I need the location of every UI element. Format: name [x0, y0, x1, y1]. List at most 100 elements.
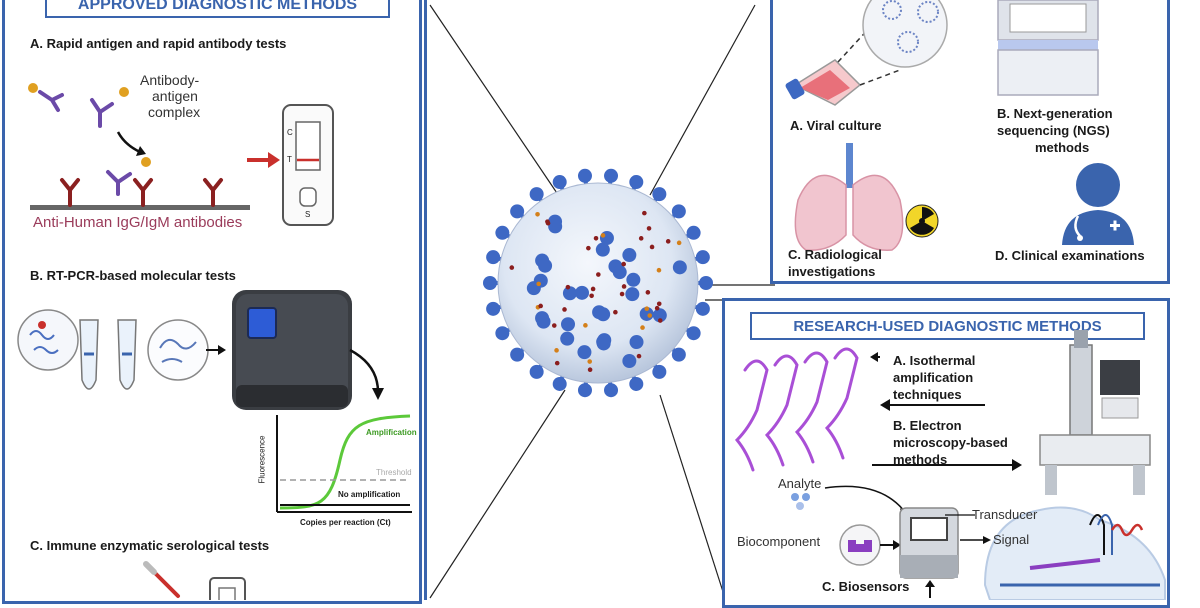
surface-spike-icon	[536, 314, 551, 329]
section-c-title: C. Immune enzymatic serological tests	[30, 538, 270, 553]
antigen-icon	[119, 87, 129, 97]
membrane-protein-icon	[536, 281, 541, 287]
membrane-protein-icon	[538, 303, 543, 309]
membrane-protein-icon	[654, 305, 660, 311]
spike-protein-icon	[552, 175, 567, 190]
spike-protein-icon	[529, 364, 544, 379]
amplification-curve	[279, 414, 411, 510]
approved-methods-banner: APPROVED DIAGNOSTIC METHODS	[45, 0, 390, 18]
membrane-protein-icon	[638, 236, 644, 241]
membrane-protein-icon	[554, 348, 559, 353]
dna-sensor-icon	[983, 506, 1166, 600]
membrane-protein-icon	[535, 211, 540, 217]
biosensors-label: C. Biosensors	[822, 579, 910, 594]
membrane-protein-icon	[619, 291, 625, 297]
surface-spike-icon	[548, 219, 563, 234]
electron-label-line2: microscopy-based	[893, 435, 1008, 450]
arrow-left-icon	[880, 399, 890, 411]
membrane-protein-icon	[590, 286, 596, 292]
surface-spike-icon	[625, 287, 640, 302]
spike-protein-icon	[699, 276, 713, 290]
radiation-icon	[905, 204, 939, 238]
rapid-test-illustration	[28, 83, 334, 226]
surface-spike-icon	[575, 285, 590, 300]
electron-label-line3: methods	[893, 452, 948, 467]
surface-spike-icon	[629, 335, 644, 350]
radiological-label-line1: C. Radiological	[788, 247, 882, 262]
membrane-protein-icon	[645, 290, 651, 295]
electron-label-line1: B. Electron	[893, 418, 962, 433]
antibodies-label: Anti-Human IgG/IgM antibodies	[33, 214, 243, 231]
surface-spike-icon	[612, 265, 627, 280]
membrane-protein-icon	[636, 353, 642, 359]
surface-spike-icon	[596, 334, 611, 349]
spike-protein-icon	[629, 175, 644, 190]
membrane-protein-icon	[644, 306, 650, 312]
membrane-protein-icon	[640, 325, 645, 330]
isothermal-label-line2: amplification	[893, 370, 974, 385]
complex-label-line1: Antibody-	[140, 72, 200, 88]
spike-protein-icon	[486, 301, 501, 316]
membrane-protein-icon	[676, 240, 682, 246]
membrane-protein-icon	[583, 323, 588, 328]
clinical-label: D. Clinical examinations	[995, 248, 1145, 263]
strip-t-label: T	[287, 155, 292, 164]
graph-noamp-label: No amplification	[338, 490, 401, 499]
surface-spike-icon	[672, 260, 687, 275]
spike-protein-icon	[495, 326, 510, 341]
membrane-protein-icon	[596, 272, 601, 277]
membrane-protein-icon	[600, 233, 606, 238]
radiological-label-line2: investigations	[788, 264, 876, 279]
spike-protein-icon	[695, 250, 710, 265]
analyte-label: Analyte	[778, 476, 822, 491]
spike-protein-icon	[552, 376, 567, 391]
arrow-right-icon	[1012, 459, 1022, 471]
spike-protein-icon	[529, 187, 544, 202]
spike-protein-icon	[604, 383, 619, 398]
electron-microscope-icon	[1039, 330, 1151, 495]
isothermal-dna-icon	[734, 347, 859, 472]
graph-amp-label: Amplification	[366, 428, 417, 437]
membrane-protein-icon	[586, 245, 591, 251]
surface-spike-icon	[622, 248, 637, 263]
spike-protein-icon	[652, 364, 667, 379]
spike-protein-icon	[671, 204, 686, 219]
antigen-icon	[28, 83, 38, 93]
arrow-right-icon	[218, 345, 226, 355]
spike-protein-icon	[671, 347, 686, 362]
membrane-protein-icon	[565, 284, 571, 290]
spike-protein-icon	[483, 276, 497, 290]
rt-pcr-illustration	[17, 290, 412, 513]
center-frame-left-line	[424, 0, 427, 600]
lungs-icon	[794, 143, 904, 251]
magnified-virus-icon	[862, 0, 948, 68]
transducer-label: Transducer	[972, 507, 1038, 522]
membrane-protein-icon	[621, 261, 626, 267]
arrow-down-icon	[372, 388, 384, 400]
membrane-protein-icon	[621, 284, 627, 289]
surface-spike-icon	[538, 258, 553, 273]
virus-body	[497, 182, 699, 384]
ngs-label-line1: B. Next-generation	[997, 106, 1113, 121]
spike-protein-icon	[577, 168, 592, 183]
membrane-protein-icon	[647, 313, 653, 318]
strip-s-label: S	[305, 210, 311, 219]
membrane-protein-icon	[665, 239, 671, 244]
membrane-protein-icon	[554, 360, 560, 366]
signal-label: Signal	[993, 532, 1030, 547]
membrane-protein-icon	[656, 301, 662, 307]
membrane-protein-icon	[656, 267, 662, 273]
surface-spike-icon	[652, 308, 667, 323]
spike-protein-icon	[604, 168, 619, 183]
strip-c-label: C	[287, 128, 293, 137]
doctor-icon	[1062, 163, 1134, 245]
curved-arrow-icon	[116, 131, 141, 154]
spike-protein-icon	[629, 376, 644, 391]
surface-spike-icon	[595, 242, 610, 257]
surface-spike-icon	[561, 317, 576, 332]
membrane-protein-icon	[593, 235, 599, 241]
membrane-protein-icon	[646, 226, 652, 231]
spike-protein-icon	[686, 326, 701, 341]
